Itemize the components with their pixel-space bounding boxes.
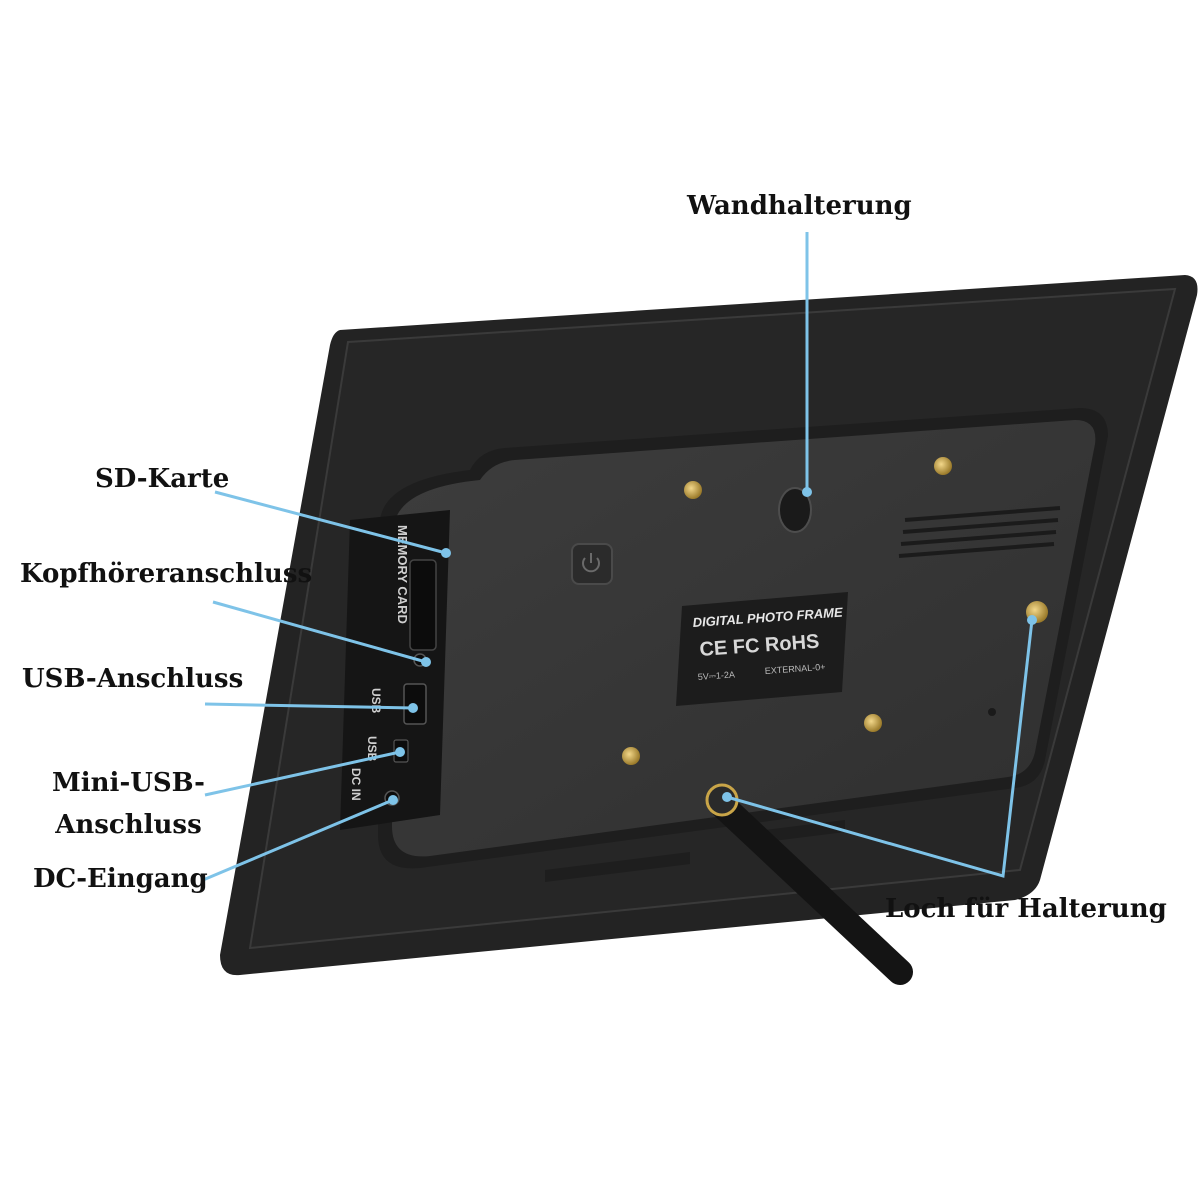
speaker-grille — [898, 506, 1061, 558]
leader-dc-in — [202, 798, 394, 882]
bottom-lip — [545, 852, 690, 882]
callout-sd-card: SD-Karte — [95, 464, 230, 494]
wall-mount-hole — [778, 487, 812, 533]
screw-top-left — [684, 481, 702, 499]
leader-dot-usb — [408, 703, 418, 713]
port-label-memory: MEMORY CARD — [395, 525, 410, 624]
port-label-dc: DC IN — [349, 768, 363, 801]
stand — [709, 792, 913, 985]
callout-mini-usb-line2: Anschluss — [55, 809, 202, 840]
callout-stand-hole: Loch für Halterung — [885, 894, 1167, 924]
leader-dot-sd-card — [441, 548, 451, 558]
callout-mini-usb-line1: Mini-USB- — [52, 768, 205, 798]
callout-headphone: Kopfhöreranschluss — [20, 559, 313, 589]
port-label-usb: USB — [369, 688, 383, 714]
screw-bottom-mid — [864, 714, 882, 732]
leader-mini-usb — [204, 750, 401, 797]
power-icon — [582, 553, 600, 573]
leader-dot-wall-mount — [802, 487, 812, 497]
screw-top-right — [934, 457, 952, 475]
spec-label — [676, 592, 848, 706]
callout-dc-in: DC-Eingang — [33, 864, 208, 894]
screw-bottom-left — [622, 747, 640, 765]
power-button — [571, 543, 613, 585]
leader-stand-hole — [726, 619, 1034, 878]
leader-dot-mini-usb — [395, 747, 405, 757]
label-rating: 5V⎓1-2A — [697, 669, 735, 682]
port-label-mini-usb: USB — [365, 736, 379, 762]
leader-sd-card — [214, 490, 447, 555]
reset-hole — [988, 708, 996, 716]
label-external: EXTERNAL-0+ — [764, 662, 825, 676]
memory-card-slot — [409, 559, 437, 651]
leader-dot-dc-in — [388, 795, 398, 805]
callout-usb: USB-Anschluss — [22, 664, 244, 694]
leader-lines — [202, 232, 1037, 882]
callout-wall-mount: Wandhalterung — [687, 191, 912, 221]
leader-dot-stand-screw — [1027, 615, 1037, 625]
leader-dot-headphone — [421, 657, 431, 667]
leader-headphone — [212, 600, 427, 664]
leader-usb — [204, 702, 414, 710]
leader-dot-stand-hole — [722, 792, 732, 802]
callout-mini-usb: Mini-USB- Anschluss — [52, 763, 205, 846]
